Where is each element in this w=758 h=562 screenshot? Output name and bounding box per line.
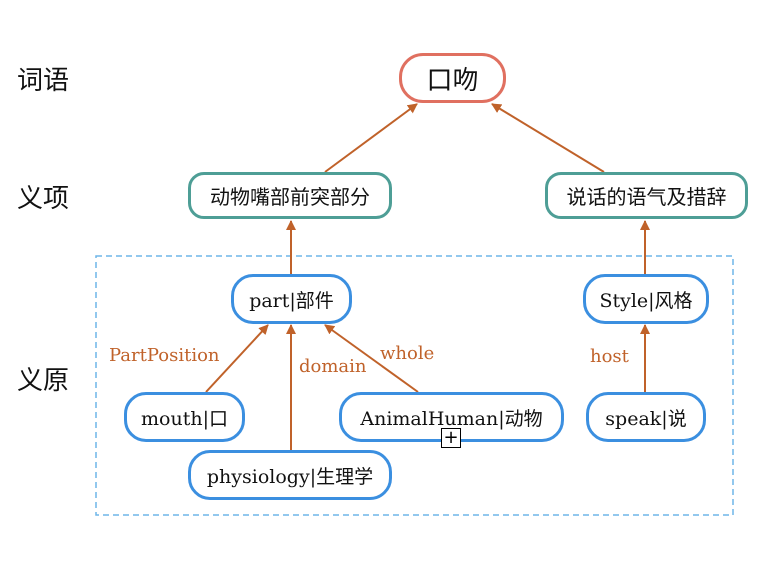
sememe-group-box — [95, 255, 734, 516]
relation-label-partposition: PartPosition — [109, 345, 220, 366]
sememe-node-physiology: physiology|生理学 — [188, 450, 392, 500]
expand-node-icon[interactable]: + — [441, 428, 461, 448]
sense-node-animal-mouth: 动物嘴部前突部分 — [188, 172, 392, 219]
edge-mouth-to-part — [205, 324, 269, 393]
sense-node-speech-tone: 说话的语气及措辞 — [545, 172, 748, 219]
word-node: 口吻 — [399, 53, 506, 103]
sememe-node-mouth: mouth|口 — [124, 392, 245, 442]
relation-label-whole: whole — [380, 343, 435, 364]
relation-label-host: host — [590, 346, 629, 367]
row-label-word: 词语 — [17, 66, 70, 96]
edge-animalhuman-to-part — [324, 324, 419, 393]
sememe-node-part: part|部件 — [231, 274, 352, 324]
row-label-sememe: 义原 — [17, 366, 70, 396]
row-label-sense: 义项 — [17, 184, 70, 214]
relation-label-domain: domain — [299, 356, 367, 377]
edge-sense2-to-word — [491, 103, 605, 173]
sememe-node-style: Style|风格 — [583, 274, 709, 324]
sememe-node-speak: speak|说 — [586, 392, 706, 442]
edge-sense1-to-word — [324, 103, 418, 173]
